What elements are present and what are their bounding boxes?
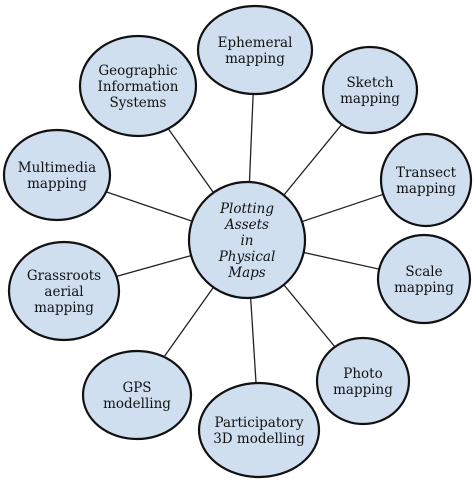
grassroots-aerial-mapping-label-line-3: mapping	[34, 300, 94, 316]
center-label-line-4: Physical	[218, 249, 276, 265]
center-ellipse	[187, 180, 307, 300]
node-ellipse-scale-mapping	[376, 233, 472, 325]
geographic-information-systems-label-line-2: Information	[97, 79, 178, 95]
node-ellipse-ephemeral-mapping	[196, 4, 314, 96]
multimedia-mapping-label-line-1: Multimedia	[18, 160, 96, 176]
photo-mapping-label-line-1: Photo	[343, 366, 382, 382]
participatory-3d-modelling-label-line-2: 3D modelling	[213, 431, 305, 447]
scale-mapping-label-line-2: mapping	[394, 280, 454, 296]
center-label-line-3: in	[240, 233, 253, 249]
center-label-line-2: Assets	[223, 217, 269, 233]
node-ellipse-geographic-information-systems	[78, 34, 198, 138]
geographic-information-systems-label-line-3: Systems	[110, 95, 167, 111]
photo-mapping-label-line-2: mapping	[333, 382, 393, 398]
node-ellipse-sketch-mapping	[321, 45, 419, 135]
grassroots-aerial-mapping-label-line-2: aerial	[44, 284, 83, 300]
gps-modelling-label-line-2: modelling	[103, 396, 171, 412]
node-ellipse-grassroots-aerial-mapping	[7, 240, 121, 342]
gps-modelling-label-line-1: GPS	[122, 380, 151, 396]
node-ellipse-multimedia-mapping	[2, 128, 112, 222]
sketch-mapping-label-line-2: mapping	[340, 91, 400, 107]
node-ellipse-participatory-3d-modelling	[197, 381, 321, 479]
grassroots-aerial-mapping-label-line-1: Grassroots	[27, 268, 101, 284]
node-ellipse-transect-mapping	[379, 132, 473, 228]
transect-mapping-label-line-2: mapping	[396, 181, 456, 197]
node-ellipse-gps-modelling	[81, 349, 193, 441]
node-ellipse-photo-mapping	[315, 336, 411, 426]
ephemeral-mapping-label-line-1: Ephemeral	[218, 35, 293, 51]
outer-nodes: EphemeralmappingSketchmappingTransectmap…	[2, 4, 473, 479]
participatory-3d-modelling-label-line-1: Participatory	[215, 415, 304, 431]
scale-mapping-label-line-1: Scale	[405, 264, 442, 280]
ephemeral-mapping-label-line-2: mapping	[225, 51, 285, 67]
center-label-line-5: Maps	[227, 265, 266, 281]
geographic-information-systems-label-line-1: Geographic	[98, 63, 177, 79]
sketch-mapping-label-line-1: Sketch	[346, 75, 393, 91]
center-label-line-1: Plotting	[219, 201, 274, 217]
multimedia-mapping-label-line-2: mapping	[27, 176, 87, 192]
transect-mapping-label-line-1: Transect	[396, 165, 457, 181]
